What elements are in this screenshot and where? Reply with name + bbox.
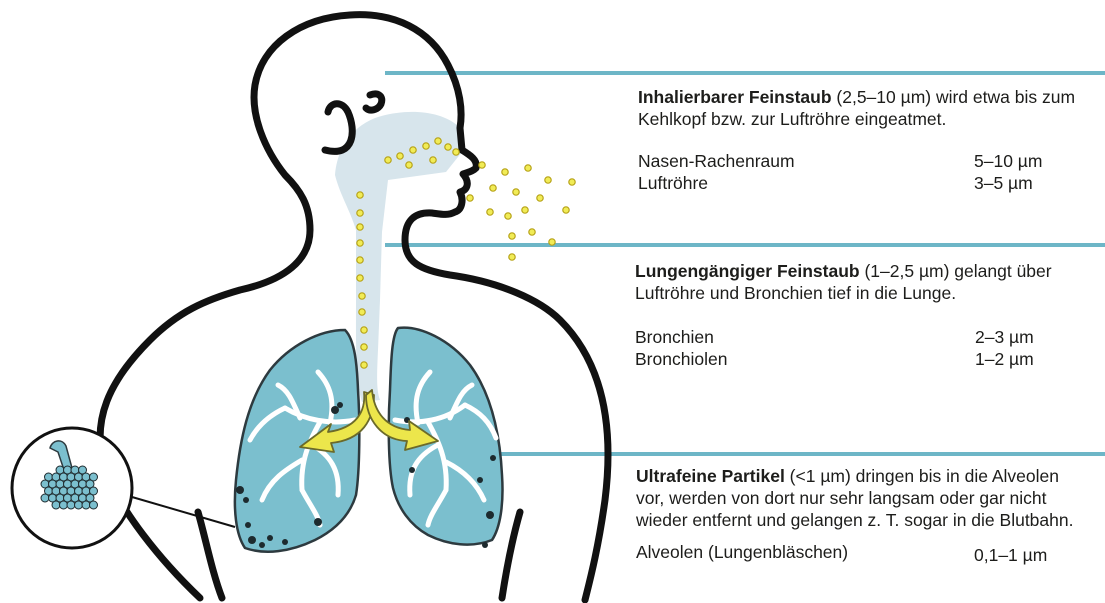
- particle-dot: [361, 327, 367, 333]
- row-name: Alveolen (Lungenbläschen): [636, 541, 848, 563]
- info-section-3: Ultrafeine Partikel (<1 µm) dringen bis …: [636, 465, 1091, 563]
- row-value: 0,1–1 µm: [974, 544, 1047, 566]
- row-name: Nasen-Rachenraum: [638, 150, 795, 172]
- info-section-2: Lungengängiger Feinstaub (1–2,5 µm) gela…: [635, 260, 1100, 370]
- alveolus-dot: [75, 501, 83, 509]
- particle-dot: [435, 138, 441, 144]
- particle-dot: [509, 254, 515, 260]
- particle-dot: [406, 162, 412, 168]
- particle-dot: [490, 185, 496, 191]
- alveolus-dot: [82, 501, 90, 509]
- particle-dot: [563, 207, 569, 213]
- row-value: 1–2 µm: [975, 348, 1034, 370]
- particle-dot: [359, 309, 365, 315]
- particle-dot: [430, 157, 436, 163]
- particle-dot: [361, 344, 367, 350]
- particle-dot: [525, 165, 531, 171]
- particle-dot: [537, 195, 543, 201]
- section-1-description: Inhalierbarer Feinstaub (2,5–10 µm) wird…: [638, 86, 1103, 130]
- section-1-heading: Inhalierbarer Feinstaub: [638, 87, 832, 107]
- table-row: Alveolen (Lungenbläschen) 0,1–1 µm: [636, 541, 1091, 563]
- row-name: Bronchien: [635, 326, 714, 348]
- alveolus-dot: [90, 501, 98, 509]
- particle-dot: [357, 224, 363, 230]
- alveolus-dot: [41, 494, 49, 502]
- particle-dot: [513, 189, 519, 195]
- particle-dot: [505, 213, 511, 219]
- particle-dot: [359, 293, 365, 299]
- particle-dot: [549, 239, 555, 245]
- alveolus-dot: [52, 501, 60, 509]
- table-row: Nasen-Rachenraum 5–10 µm: [638, 150, 1103, 172]
- particle-dot: [529, 229, 535, 235]
- section-3-description: Ultrafeine Partikel (<1 µm) dringen bis …: [636, 465, 1091, 531]
- particle-dot: [453, 149, 459, 155]
- human-silhouette-icon: [100, 15, 608, 600]
- row-value: 3–5 µm: [974, 172, 1033, 194]
- section-2-description: Lungengängiger Feinstaub (1–2,5 µm) gela…: [635, 260, 1100, 304]
- particle-dot: [397, 153, 403, 159]
- particle-dot: [502, 169, 508, 175]
- particle-dot: [357, 210, 363, 216]
- particle-dot: [487, 209, 493, 215]
- table-row: Bronchiolen 1–2 µm: [635, 348, 1100, 370]
- particle-dot: [361, 362, 367, 368]
- info-section-1: Inhalierbarer Feinstaub (2,5–10 µm) wird…: [638, 86, 1103, 194]
- alveoli-pointer-line: [132, 497, 235, 527]
- particle-dot: [357, 192, 363, 198]
- particle-dot: [357, 257, 363, 263]
- particle-dot: [545, 177, 551, 183]
- particle-dot: [385, 157, 391, 163]
- table-row: Luftröhre 3–5 µm: [638, 172, 1103, 194]
- section-3-heading: Ultrafeine Partikel: [636, 466, 785, 486]
- particle-dot: [410, 147, 416, 153]
- row-value: 2–3 µm: [975, 326, 1034, 348]
- row-name: Luftröhre: [638, 172, 708, 194]
- table-row: Bronchien 2–3 µm: [635, 326, 1100, 348]
- particle-dot: [522, 207, 528, 213]
- section-2-heading: Lungengängiger Feinstaub: [635, 261, 860, 281]
- particle-dot: [467, 195, 473, 201]
- row-name: Bronchiolen: [635, 348, 727, 370]
- particle-dot: [423, 143, 429, 149]
- alveolus-dot: [60, 501, 68, 509]
- particle-dot: [445, 144, 451, 150]
- particle-dot: [357, 275, 363, 281]
- particle-dot: [357, 240, 363, 246]
- particle-dot: [479, 162, 485, 168]
- alveolus-dot: [67, 501, 75, 509]
- particle-dot: [509, 233, 515, 239]
- row-value: 5–10 µm: [974, 150, 1042, 172]
- particle-dot: [569, 179, 575, 185]
